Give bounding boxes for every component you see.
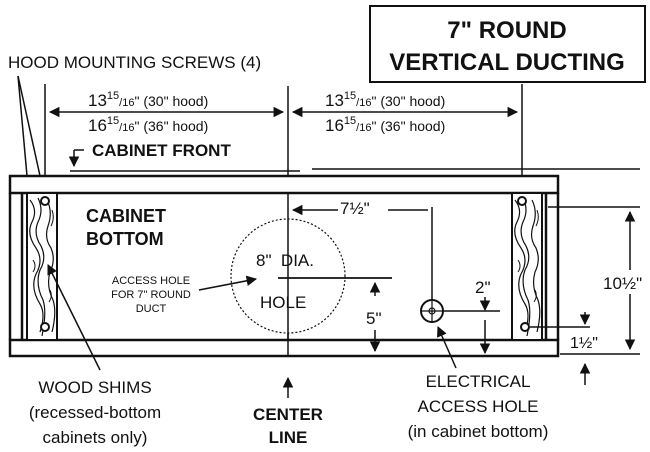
electrical-label-2: ACCESS HOLE	[418, 397, 539, 416]
electrical-label-3: (in cabinet bottom)	[408, 422, 549, 441]
access-hole-label-3: DUCT	[136, 303, 167, 315]
cabinet-front-label: CABINET FRONT	[92, 141, 231, 160]
access-hole-leader	[198, 275, 258, 291]
seven-half-label: 7½"	[340, 199, 370, 218]
electrical-access-hole	[420, 299, 444, 323]
right-screw-top	[517, 196, 527, 206]
hood-screws-label: HOOD MOUNTING SCREWS (4)	[8, 53, 261, 72]
center-line-label-1: CENTER	[253, 405, 323, 424]
access-hole-label-1: ACCESS HOLE	[112, 275, 190, 287]
left-screw-top	[40, 196, 50, 206]
wood-shims-label-2: (recessed-bottom	[29, 403, 161, 422]
center-line-label-2: LINE	[269, 428, 308, 447]
wood-shims-leader	[47, 264, 101, 371]
cabinet-top-band	[8, 174, 560, 195]
right-screw-bottom	[520, 322, 530, 332]
access-hole-label-2: FOR 7" ROUND	[111, 289, 191, 301]
electrical-leader	[436, 326, 457, 369]
two-inch-label: 2"	[475, 278, 491, 297]
five-inch-label: 5"	[366, 309, 382, 328]
wood-shims-label-1: WOOD SHIMS	[38, 378, 151, 397]
cabinet-bottom-label-1: CABINET	[86, 206, 166, 226]
right-dim-30: 1315/16" (30" hood)	[325, 90, 445, 110]
title-box	[369, 5, 646, 83]
title-line-1: 7" ROUND	[447, 17, 566, 44]
left-screw-bottom	[40, 322, 50, 332]
left-dim-30: 1315/16" (30" hood)	[88, 90, 208, 110]
right-wood-shim	[511, 192, 543, 341]
ten-half-label: 10½"	[603, 274, 642, 293]
screw-leader-1	[17, 75, 48, 196]
wood-shims-label-3: cabinets only)	[43, 428, 148, 447]
right-dim-36: 1615/16" (36" hood)	[325, 115, 445, 135]
left-dim-36: 1615/16" (36" hood)	[88, 115, 208, 135]
electrical-label-1: ELECTRICAL	[426, 372, 531, 391]
cabinet-bottom-label-2: BOTTOM	[86, 229, 164, 249]
hole-label: HOLE	[260, 293, 306, 312]
left-wood-shim	[26, 192, 58, 341]
one-half-label: 1½"	[570, 335, 598, 352]
title-line-2: VERTICAL DUCTING	[389, 49, 625, 76]
cabinet-bottom-band	[8, 338, 560, 358]
dia-label: 8" DIA.	[256, 251, 314, 270]
